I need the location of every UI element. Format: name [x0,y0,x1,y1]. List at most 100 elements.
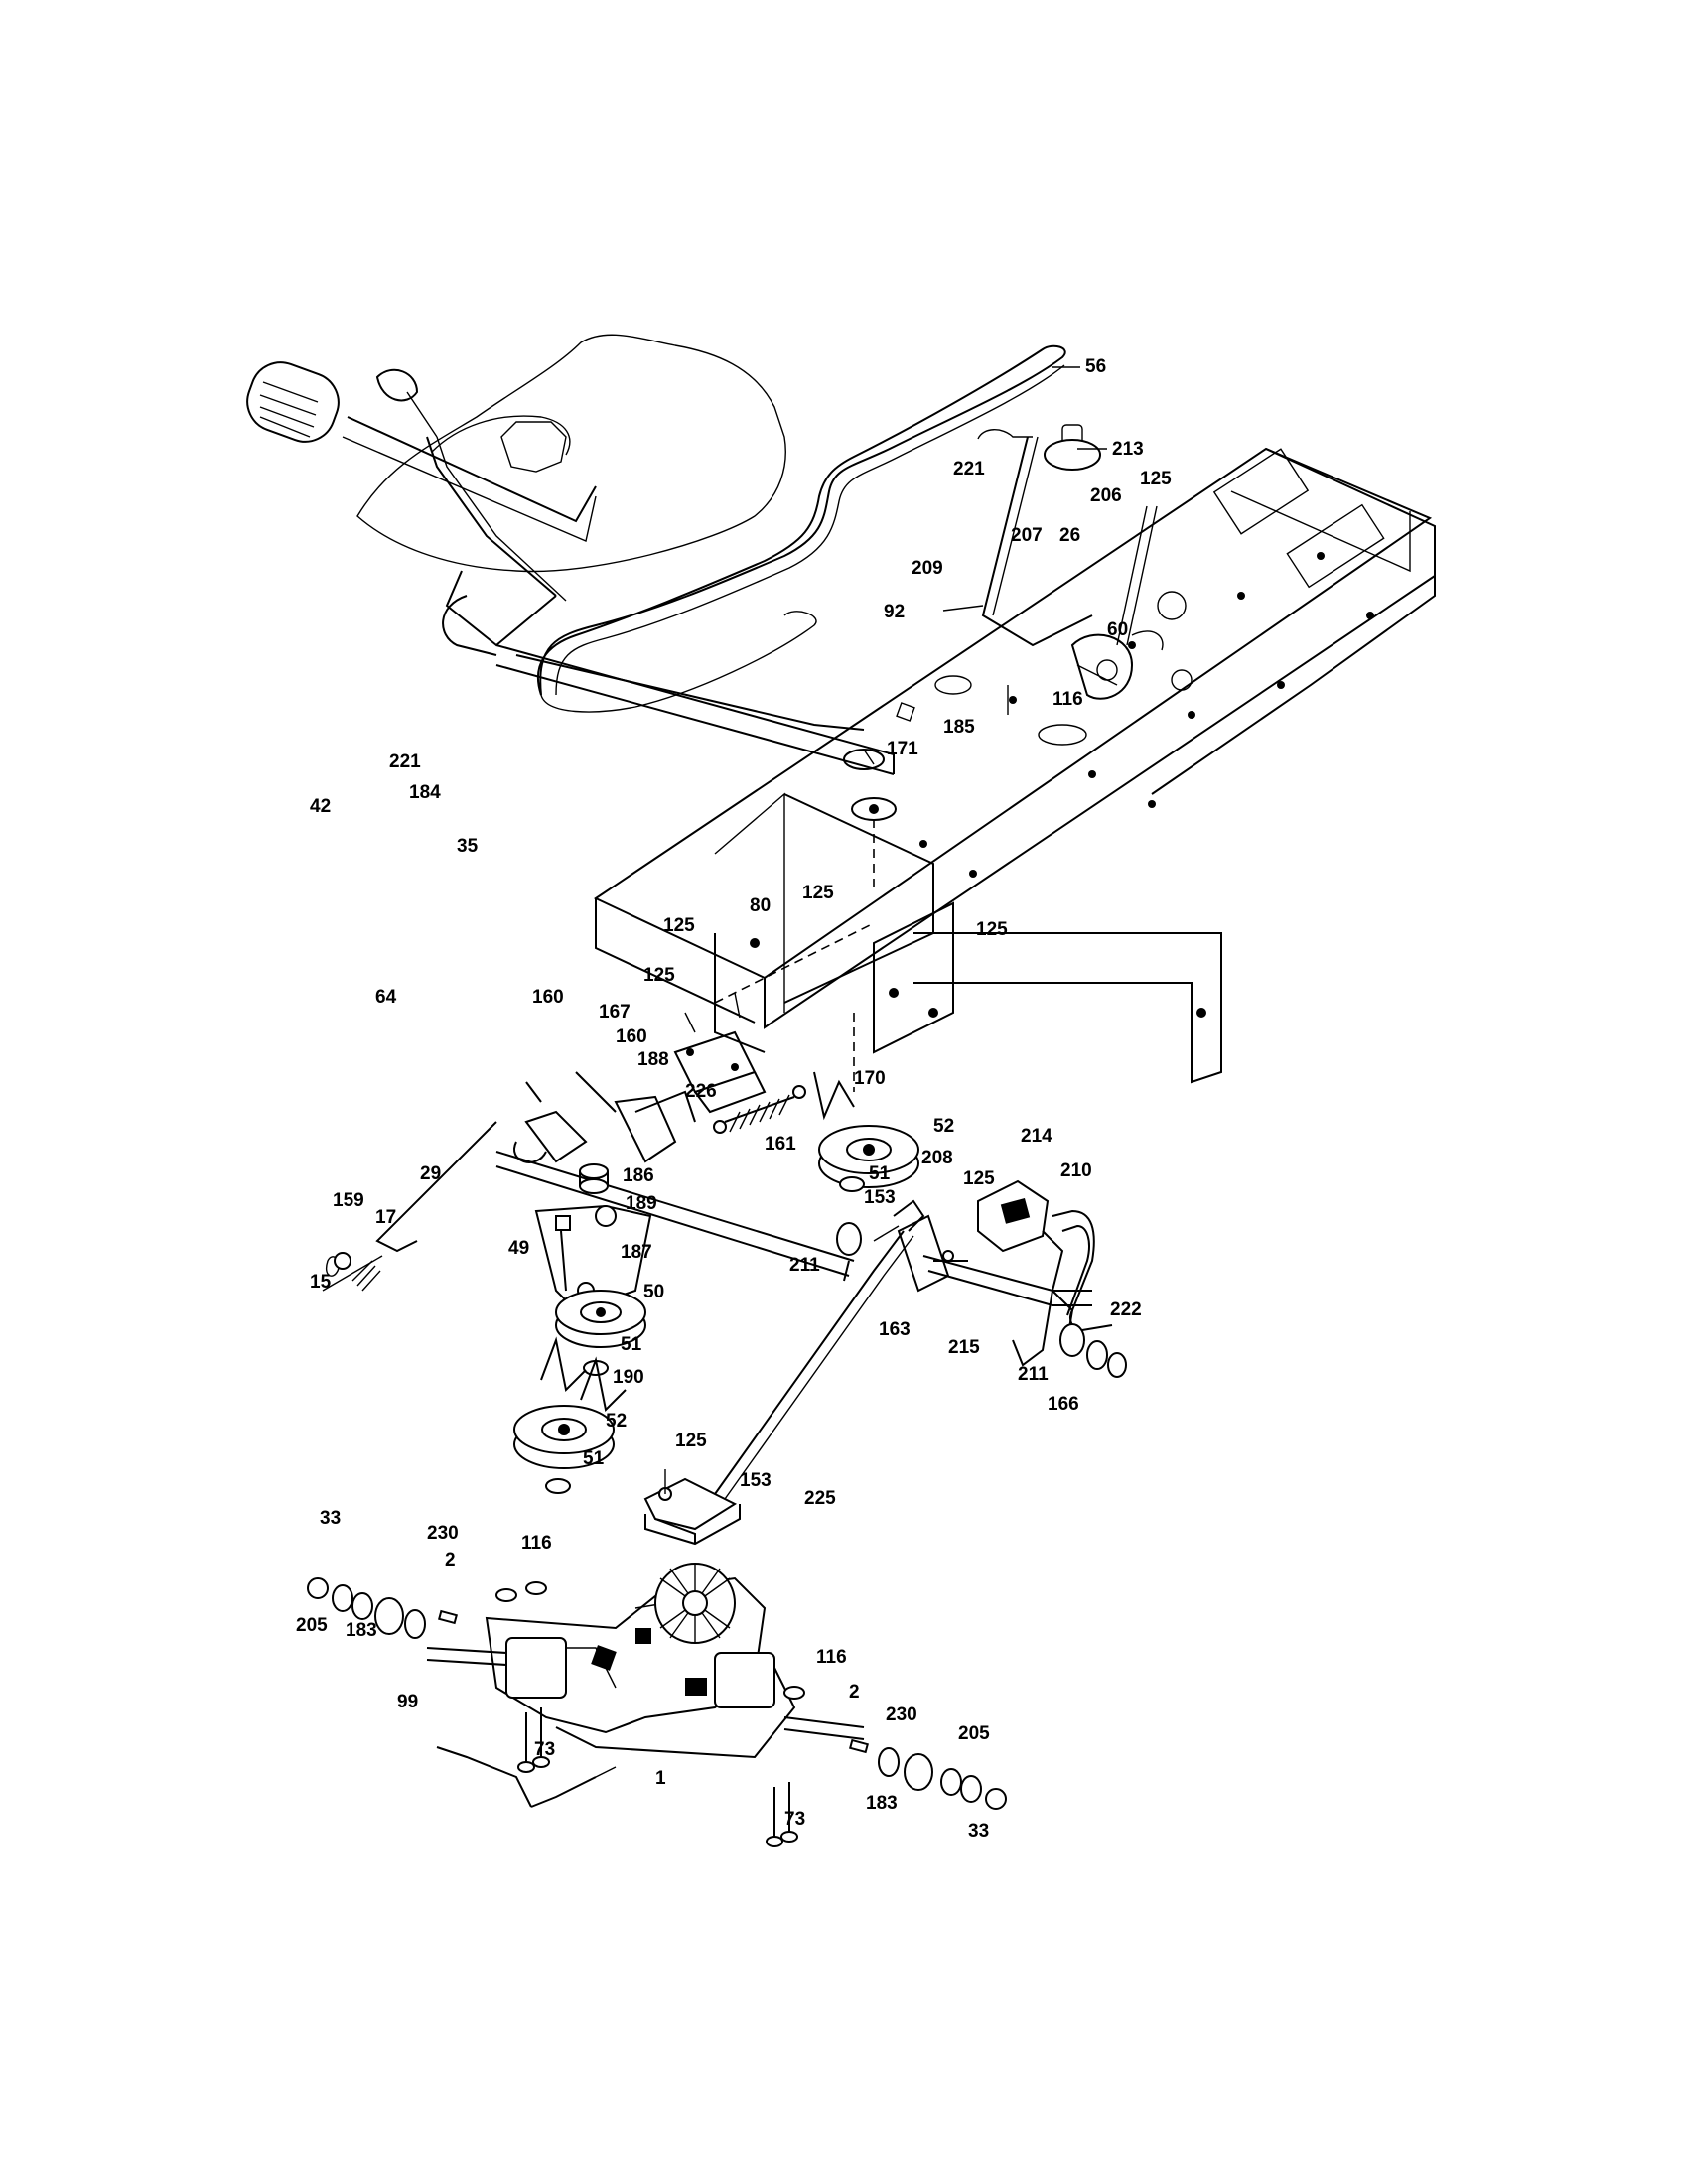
label-160: 160 [532,987,564,1008]
label-190: 190 [613,1367,644,1388]
label-166: 166 [1048,1394,1079,1415]
label-92: 92 [884,602,905,622]
label-186: 186 [623,1165,654,1186]
label-171: 171 [887,739,918,759]
label-225: 225 [804,1488,836,1509]
label-50: 50 [643,1282,664,1302]
label-56: 56 [1085,356,1106,377]
label-209: 209 [912,558,943,579]
label-52: 52 [933,1116,954,1137]
label-125: 125 [675,1431,707,1451]
main-frame [593,447,1436,1084]
shift-lever [942,424,1164,715]
label-184: 184 [409,782,441,803]
hardware-171 [843,749,897,893]
label-64: 64 [375,987,397,1008]
label-230: 230 [427,1523,459,1544]
label-15: 15 [310,1272,332,1293]
label-125: 125 [963,1168,995,1189]
label-167: 167 [599,1002,631,1023]
rod-29-spring-17 [322,1121,497,1292]
label-51: 51 [869,1163,891,1184]
label-35: 35 [457,836,479,857]
brake-pedal [897,1179,1113,1367]
label-222: 222 [1110,1299,1142,1320]
label-188: 188 [637,1049,669,1070]
label-33: 33 [320,1508,341,1529]
label-153: 153 [864,1187,896,1208]
pulley-52a [818,1013,919,1188]
label-80: 80 [750,895,771,916]
nut-51c [545,1478,571,1494]
nut-51a [839,1176,865,1192]
label-185: 185 [943,717,975,738]
label-183: 183 [866,1793,898,1814]
label-221: 221 [953,459,985,479]
label-116: 116 [816,1647,847,1668]
label-183: 183 [346,1620,377,1641]
rod-163 [714,1199,968,1500]
label-2: 2 [445,1550,456,1570]
label-99: 99 [397,1692,418,1712]
bracket-225 [643,1469,741,1546]
part-labels: 56 213 221 125 206 207 26 209 60 92 116 … [296,356,1172,1842]
bushing-211a [836,1222,862,1256]
label-2: 2 [849,1682,860,1703]
label-187: 187 [621,1242,652,1263]
label-52: 52 [606,1411,627,1432]
bolts-73 [517,1707,798,1847]
label-125: 125 [1140,469,1172,489]
label-160: 160 [616,1026,647,1047]
label-205: 205 [296,1615,328,1636]
cross-shaft [495,654,865,1282]
label-163: 163 [879,1319,911,1340]
pulley-50 [555,1290,646,1348]
label-73: 73 [784,1809,805,1830]
label-116: 116 [521,1533,552,1554]
label-33: 33 [968,1821,989,1842]
label-230: 230 [886,1705,917,1725]
label-51: 51 [583,1448,605,1469]
label-211: 211 [789,1255,820,1276]
label-159: 159 [333,1190,364,1211]
pedal-shaft-assembly [246,361,895,775]
label-211: 211 [1018,1364,1049,1385]
spring-190 [540,1336,627,1413]
label-221: 221 [389,751,421,772]
spring-161 [713,1085,806,1134]
label-210: 210 [1060,1160,1092,1181]
transaxle [426,1563,865,1759]
deck-outline [356,334,786,573]
label-1: 1 [655,1768,666,1789]
label-170: 170 [854,1068,886,1089]
label-213: 213 [1112,439,1144,460]
label-73: 73 [534,1739,555,1760]
drive-belt [536,344,1066,713]
label-125: 125 [976,919,1008,940]
label-208: 208 [921,1148,953,1168]
spring-170 [813,1071,855,1121]
label-125: 125 [643,965,675,986]
label-189: 189 [626,1193,657,1214]
label-207: 207 [1011,525,1043,546]
label-206: 206 [1090,485,1122,506]
label-161: 161 [765,1134,796,1155]
left-axle-hardware [307,1577,547,1639]
label-49: 49 [508,1238,529,1259]
label-51: 51 [621,1334,642,1355]
label-205: 205 [958,1723,990,1744]
label-214: 214 [1021,1126,1052,1147]
label-125: 125 [663,915,695,936]
washers-211-222-166 [1059,1323,1127,1378]
rod-99 [436,1746,617,1808]
right-axle-hardware [783,1686,1007,1810]
label-116: 116 [1052,689,1083,710]
idler-bracket [534,1163,652,1312]
label-226: 226 [685,1081,717,1102]
label-60: 60 [1107,619,1128,640]
label-153: 153 [740,1470,772,1491]
bracket-226 [673,922,875,1114]
label-26: 26 [1059,525,1080,546]
label-125: 125 [802,883,834,903]
